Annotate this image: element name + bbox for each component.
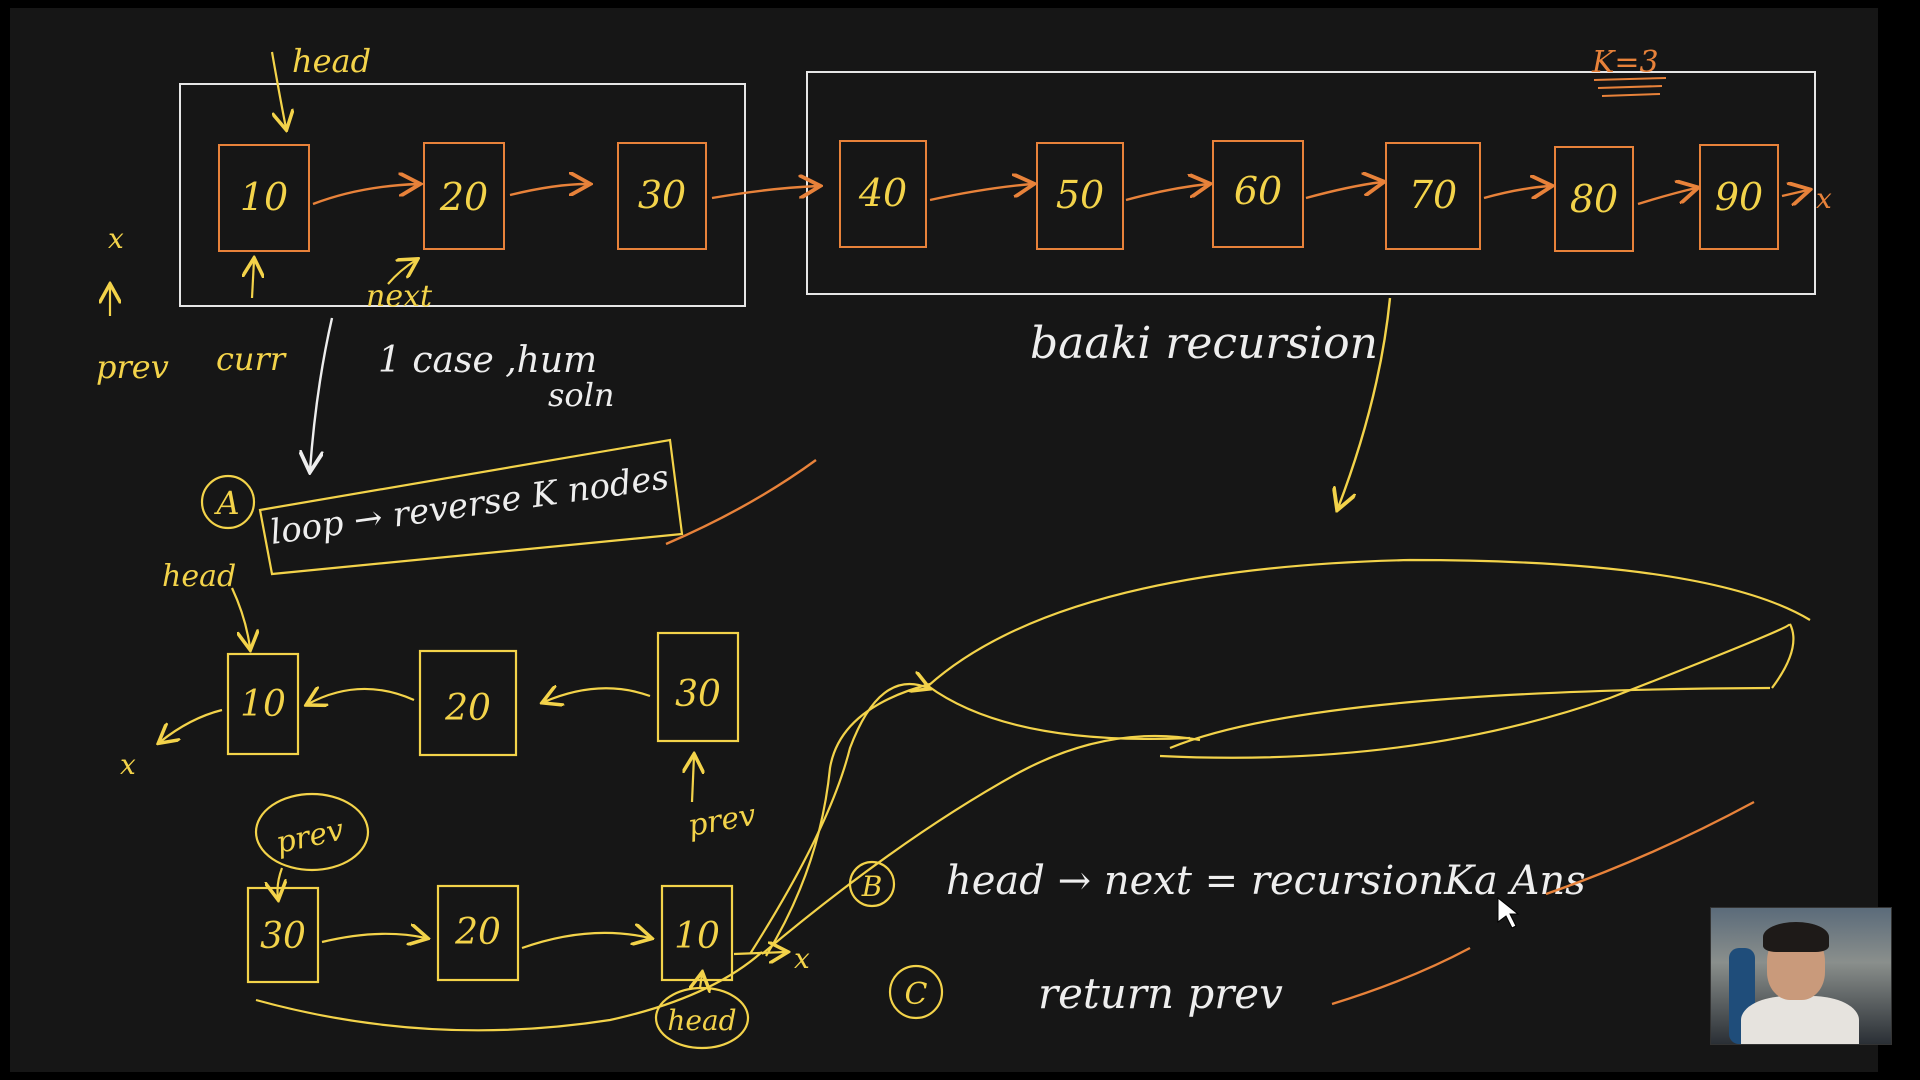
top-node-5: 60 bbox=[1212, 140, 1304, 248]
null-marker-left: x bbox=[108, 222, 124, 255]
top-node-value: 10 bbox=[240, 175, 288, 219]
step-a-marker: A bbox=[213, 484, 239, 522]
bottom-node-1: 20 bbox=[436, 884, 520, 982]
presenter-body bbox=[1741, 996, 1859, 1044]
top-node-8: 90 bbox=[1699, 144, 1779, 250]
one-case-label: 1 case ,hum bbox=[378, 340, 597, 381]
top-node-7: 80 bbox=[1554, 146, 1634, 252]
next-pointer-label: next bbox=[366, 279, 433, 314]
prev-pointer-label: prev bbox=[96, 348, 169, 386]
step-c-marker: C bbox=[905, 977, 928, 1012]
mid-reverse-arrows bbox=[160, 688, 651, 742]
null-end-marker: x bbox=[1816, 182, 1832, 215]
step-b-text: head → next = recursionKa Ans bbox=[946, 858, 1586, 904]
mid-node-value: 30 bbox=[675, 674, 721, 715]
prev-circled-label: prev bbox=[273, 812, 347, 860]
step-c-text: return prev bbox=[1038, 969, 1283, 1018]
top-node-value: 50 bbox=[1056, 173, 1104, 217]
loop-step-text: loop → reverse K nodes bbox=[268, 457, 672, 553]
first-k-group-box bbox=[179, 83, 746, 307]
top-node-value: 60 bbox=[1234, 169, 1282, 213]
head-circled-label: head bbox=[667, 1004, 736, 1037]
recursion-result-blob bbox=[749, 558, 1811, 957]
top-node-value: 40 bbox=[858, 171, 907, 215]
top-node-2: 30 bbox=[617, 142, 707, 250]
step-b-marker: B bbox=[861, 870, 883, 903]
top-node-1: 20 bbox=[423, 142, 505, 250]
mid-node-value: 20 bbox=[444, 688, 491, 729]
mid-node-value: 10 bbox=[240, 684, 286, 725]
curr-pointer-label: curr bbox=[216, 340, 287, 378]
top-node-6: 70 bbox=[1385, 142, 1481, 250]
top-node-value: 90 bbox=[1715, 175, 1763, 219]
bottom-node-value: 30 bbox=[260, 916, 306, 957]
mid-node-2: 30 bbox=[656, 631, 740, 743]
k-value-label: K=3 bbox=[1591, 45, 1659, 80]
diagram-svg: 10 20 30 40 50 60 70 80 90 bbox=[96, 42, 1832, 1050]
mid-node-0: 10 bbox=[226, 652, 300, 756]
top-node-value: 30 bbox=[638, 173, 686, 217]
top-node-3: 40 bbox=[839, 140, 927, 248]
top-node-0: 10 bbox=[218, 144, 310, 252]
top-node-value: 80 bbox=[1570, 177, 1618, 221]
top-node-4: 50 bbox=[1036, 142, 1124, 250]
bottom-node-0: 30 bbox=[246, 886, 320, 984]
whiteboard-canvas: 10 20 30 40 50 60 70 80 90 bbox=[10, 8, 1878, 1072]
null-marker-mid: x bbox=[120, 748, 136, 781]
top-node-value: 20 bbox=[439, 175, 488, 219]
null-marker-bottom: x bbox=[794, 942, 810, 975]
head-pointer-label-mid: head bbox=[162, 559, 236, 594]
presenter-hair bbox=[1763, 922, 1829, 952]
solution-label: soln bbox=[548, 376, 615, 414]
mid-node-1: 20 bbox=[418, 649, 518, 757]
bottom-node-2: 10 bbox=[660, 884, 734, 982]
mouse-cursor-icon bbox=[1497, 896, 1520, 929]
bottom-node-value: 20 bbox=[454, 912, 501, 953]
top-next-arrows bbox=[312, 182, 1808, 204]
k-underline bbox=[1593, 77, 1667, 97]
prev-pointer-label-mid: prev bbox=[685, 798, 758, 844]
presenter-webcam bbox=[1710, 907, 1892, 1045]
recursion-label: baaki recursion bbox=[1030, 318, 1378, 369]
bottom-node-value: 10 bbox=[674, 916, 720, 957]
top-node-value: 70 bbox=[1409, 173, 1457, 217]
loop-box bbox=[258, 438, 684, 576]
remaining-group-box bbox=[806, 71, 1816, 295]
head-pointer-label: head bbox=[292, 42, 371, 80]
